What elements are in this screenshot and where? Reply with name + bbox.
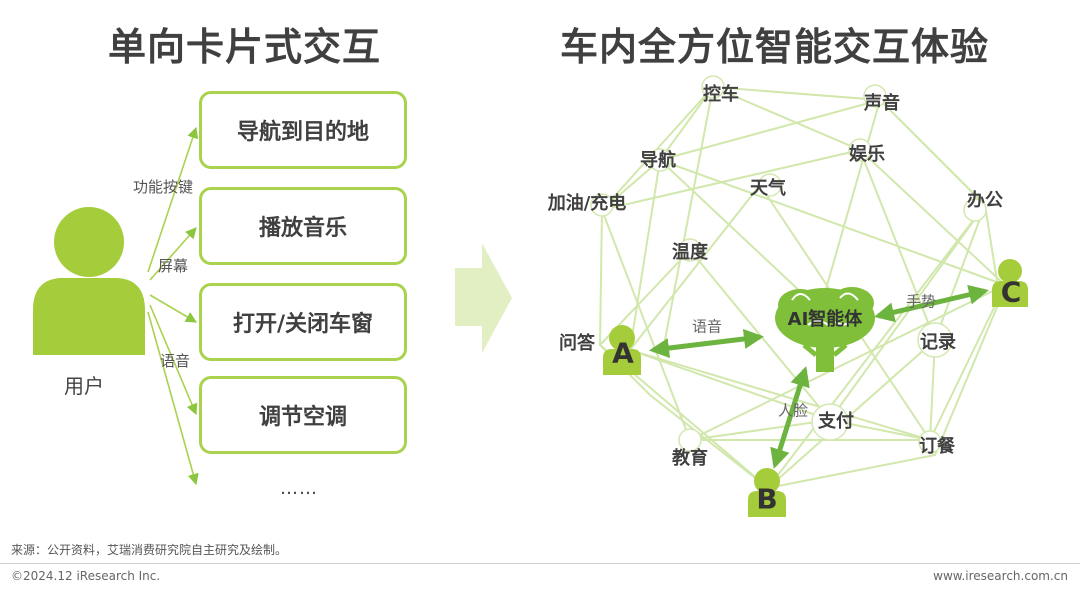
copyright: ©2024.12 iResearch Inc. [11,569,161,583]
node-office: 办公 [967,190,1003,211]
website-url: www.iresearch.com.cn [933,569,1068,583]
edge-label-voice: 语音 [691,317,723,336]
mode-label-button: 功能按键 [133,178,194,196]
node-record: 记录 [920,332,956,353]
edge-label-gesture: 手势 [905,292,937,311]
node-refuel-charge: 加油/充电 [547,193,627,214]
person-c-label: C [1000,275,1022,309]
right-title: 车内全方位智能交互体验 [560,25,990,69]
node-temperature: 温度 [672,242,708,263]
person-c-icon [992,259,1028,307]
interaction-arrows [649,284,989,469]
ai-agent-label: AI智能体 [787,309,863,330]
ai-agent-icon [775,287,875,372]
person-b-label: B [756,482,778,516]
node-qa: 问答 [559,333,595,354]
transition-arrow [455,243,512,353]
person-b-icon [748,468,786,517]
node-weather: 天气 [750,178,786,199]
card-navigation: 导航到目的地 [199,91,407,169]
card-window: 打开/关闭车窗 [199,283,407,361]
footer-divider [0,563,1080,564]
node-vehicle-control: 控车 [703,84,739,105]
node-meal-order: 订餐 [919,436,955,457]
node-payment: 支付 [818,411,854,432]
user-label: 用户 [64,374,104,398]
person-a-label: A [612,336,634,370]
card-play-music: 播放音乐 [199,187,407,265]
mode-label-screen: 屏幕 [158,257,189,275]
left-title: 单向卡片式交互 [108,25,382,69]
person-a-icon [603,325,641,375]
user-icon [33,207,145,355]
source-note: 来源：公开资料，艾瑞消费研究院自主研究及绘制。 [11,543,288,557]
node-circles [590,75,987,454]
node-sound: 声音 [864,93,900,114]
node-education: 教育 [672,448,708,469]
node-navigation: 导航 [640,150,676,171]
edge-label-face: 人脸 [777,401,809,420]
input-arrows [147,126,199,486]
more-ellipsis: …… [280,478,318,499]
card-air-conditioning: 调节空调 [199,376,407,454]
node-entertainment: 娱乐 [849,144,885,165]
mode-label-voice: 语音 [160,352,191,370]
